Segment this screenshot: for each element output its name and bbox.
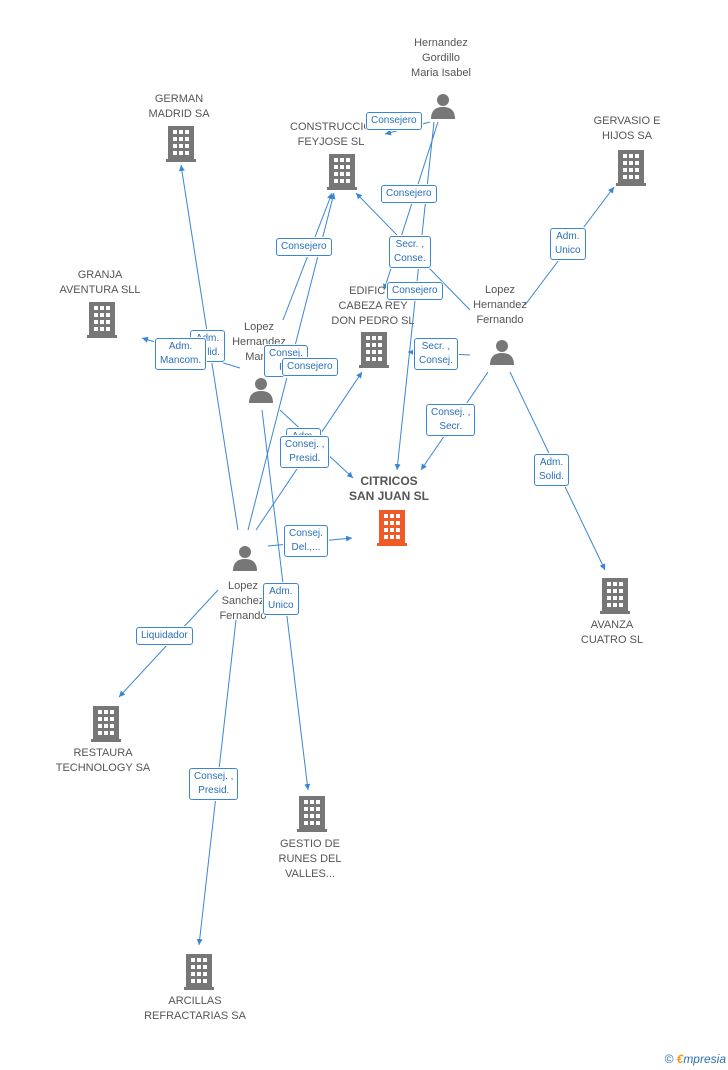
brand-e: € [676,1052,684,1066]
role-badge[interactable]: Consej. , Secr. [426,404,476,436]
building-icon [359,332,389,368]
building-icon [600,578,630,614]
role-badge[interactable]: Consej. , Presid. [280,436,330,468]
role-badge[interactable]: Consejero [381,185,437,203]
node-label: GESTIO DE RUNES DEL VALLES... [278,838,342,880]
person-icon [233,546,257,571]
node-label: RESTAURA TECHNOLOGY SA [55,747,151,774]
role-badge[interactable]: Consejero [387,282,443,300]
brand-name: mpresia [683,1052,726,1066]
empresia-logo: © €mpresia [664,1052,726,1066]
node-label: GERMAN MADRID SA [148,93,210,120]
role-badge[interactable]: Consej. Del.,... [284,525,328,557]
edge-lopezm-construccio [282,192,333,321]
node-label: GERVASIO E HIJOS SA [593,115,661,142]
node-label: CITRICOS SAN JUAN SL [348,474,429,503]
role-badge[interactable]: Consejero [366,112,422,130]
role-badge[interactable]: Adm. Solid. [534,454,570,486]
node-label: ARCILLAS REFRACTARIAS SA [144,995,246,1022]
node-label: Lopez Sanchez Fernando [219,580,267,622]
building-icon [297,796,327,832]
role-badge[interactable]: Secr. , Conse. [389,236,431,268]
role-badge[interactable]: Liquidador [136,627,193,645]
node-label: Lopez Hernandez Fernando [473,284,527,326]
role-badge[interactable]: Secr. , Consej. [414,338,458,370]
person-icon [249,378,273,403]
node-label: GRANJA AVENTURA SLL [59,269,141,296]
node-label: EDIFICIO CABEZA REY DON PEDRO SL [331,285,415,327]
role-badge[interactable]: Consejero [276,238,332,256]
role-badge[interactable]: Adm. Unico [550,228,586,260]
role-badge[interactable]: Adm. Mancom. [155,338,207,370]
person-icon [431,94,455,119]
node-label: AVANZA CUATRO SL [580,619,644,646]
role-badge[interactable]: Consejero [282,358,338,376]
building-icon [166,126,196,162]
node-label: Hernandez Gordillo Maria Isabel [411,37,471,79]
role-badge[interactable]: Adm. Unico [263,583,299,615]
copyright-symbol: © [664,1052,674,1066]
building-icon [87,302,117,338]
building-icon [616,150,646,186]
person-icon [490,340,514,365]
building-icon [184,954,214,990]
role-badge[interactable]: Consej. , Presid. [189,768,239,800]
node-label: CONSTRUCCIO FEYJOSE SL [290,121,372,148]
building-icon [91,706,121,742]
building-icon [377,510,407,546]
building-icon [327,154,357,190]
